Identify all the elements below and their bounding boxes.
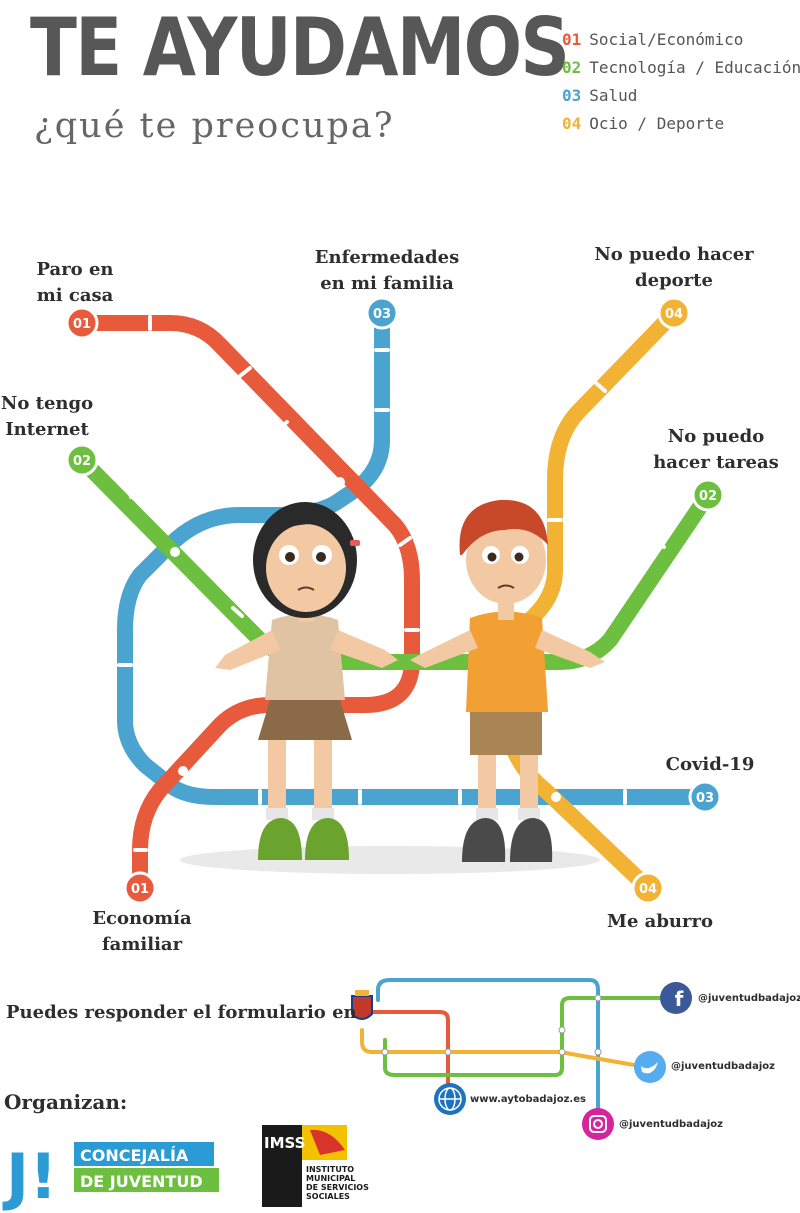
twitter-handle[interactable]: @juventudbadajoz: [671, 1061, 775, 1072]
legend-num: 02: [562, 58, 582, 77]
legend-label: Social/Económico: [589, 30, 744, 49]
facebook-handle[interactable]: @juventudbadajoz: [698, 993, 800, 1004]
organizan-label: Organizan:: [4, 1090, 128, 1114]
respond-text: Puedes responder el formulario en: [6, 1002, 357, 1023]
page-subtitle: ¿qué te preocupa?: [34, 106, 395, 146]
label-line: Enfermedades: [314, 247, 460, 268]
badge-num: 04: [639, 882, 657, 897]
coat-of-arms-icon: [351, 990, 373, 1020]
facebook-icon[interactable]: f: [660, 982, 692, 1014]
page-title: TE AYUDAMOS: [30, 1, 570, 94]
badge-aburro: 04: [631, 871, 665, 905]
label-tareas: No puedo hacer tareas: [646, 424, 786, 476]
concejalia-mark: J!: [2, 1140, 57, 1213]
legend-num: 01: [562, 30, 582, 49]
label-line: familiar: [101, 934, 183, 955]
label-enfermedades: Enfermedades en mi familia: [302, 245, 472, 297]
label-deporte: No puedo hacer deporte: [586, 242, 762, 294]
label-line: mi casa: [36, 285, 114, 306]
label-line: Paro en: [36, 259, 114, 280]
concejalia-logo: J! CONCEJALÍA DE JUVENTUD: [2, 1140, 219, 1213]
badge-economia: 01: [123, 871, 157, 905]
label-aburro: Me aburro: [598, 909, 722, 935]
legend-label: Ocio / Deporte: [589, 114, 725, 133]
label-line: en mi familia: [320, 273, 454, 294]
legend-num: 03: [562, 86, 582, 105]
imss-line1: INSTITUTO: [306, 1165, 354, 1174]
badge-num: 04: [665, 307, 683, 322]
badge-num: 02: [73, 454, 91, 469]
label-line: Economía: [92, 908, 192, 929]
label-line: deporte: [635, 270, 713, 291]
label-internet: No tengo Internet: [0, 391, 94, 443]
line-tecnologia: [74, 452, 716, 670]
concejalia-line1: CONCEJALÍA: [80, 1146, 189, 1165]
label-line: No puedo: [667, 426, 765, 447]
label-covid: Covid-19: [655, 752, 765, 778]
label-paro: Paro en mi casa: [30, 257, 120, 309]
imss-short: IMSS: [264, 1134, 305, 1152]
legend-item-social: 01 Social/Económico: [562, 26, 800, 54]
boy-illustration: [410, 499, 605, 862]
badge-paro: 01: [65, 306, 99, 340]
line-social: [74, 315, 420, 896]
badge-num: 03: [373, 307, 391, 322]
badge-covid: 03: [688, 780, 722, 814]
imss-line2: MUNICIPAL: [306, 1174, 355, 1183]
mini-metro: [360, 978, 664, 1122]
line-ocio: [483, 305, 682, 896]
label-line: No tengo: [0, 393, 94, 414]
concejalia-line2: DE JUVENTUD: [80, 1172, 203, 1191]
badge-enfermedades: 03: [365, 296, 399, 330]
label-line: Covid-19: [665, 754, 755, 775]
label-economia: Economía familiar: [82, 906, 202, 958]
imss-line3: DE SERVICIOS: [306, 1183, 369, 1192]
instagram-handle[interactable]: @juventudbadajoz: [619, 1119, 723, 1130]
legend-item-salud: 03 Salud: [562, 82, 800, 110]
label-line: Me aburro: [607, 911, 713, 932]
badge-num: 03: [696, 791, 714, 806]
legend-num: 04: [562, 114, 582, 133]
badge-num: 01: [73, 317, 91, 332]
legend: 01 Social/Económico 02 Tecnología / Educac…: [562, 26, 800, 138]
legend-item-tecnologia: 02 Tecnología / Educación: [562, 54, 800, 82]
instagram-icon[interactable]: [582, 1108, 614, 1140]
imss-line4: SOCIALES: [306, 1192, 350, 1201]
badge-tareas: 02: [691, 478, 725, 512]
website-link[interactable]: www.aytobadajoz.es: [470, 1094, 586, 1105]
badge-num: 01: [131, 882, 149, 897]
imss-logo: IMSS INSTITUTO MUNICIPAL DE SERVICIOS SO…: [262, 1125, 369, 1207]
label-line: No puedo hacer: [594, 244, 754, 265]
label-line: Internet: [5, 419, 89, 440]
legend-label: Salud: [589, 86, 638, 105]
label-line: hacer tareas: [653, 452, 779, 473]
svg-text:f: f: [675, 987, 684, 1011]
badge-deporte: 04: [657, 296, 691, 330]
legend-label: Tecnología / Educación: [589, 58, 800, 77]
badge-num: 02: [699, 489, 717, 504]
girl-illustration: [215, 502, 398, 860]
twitter-icon[interactable]: [634, 1051, 666, 1083]
globe-icon[interactable]: [434, 1083, 466, 1115]
badge-internet: 02: [65, 443, 99, 477]
legend-item-ocio: 04 Ocio / Deporte: [562, 110, 800, 138]
